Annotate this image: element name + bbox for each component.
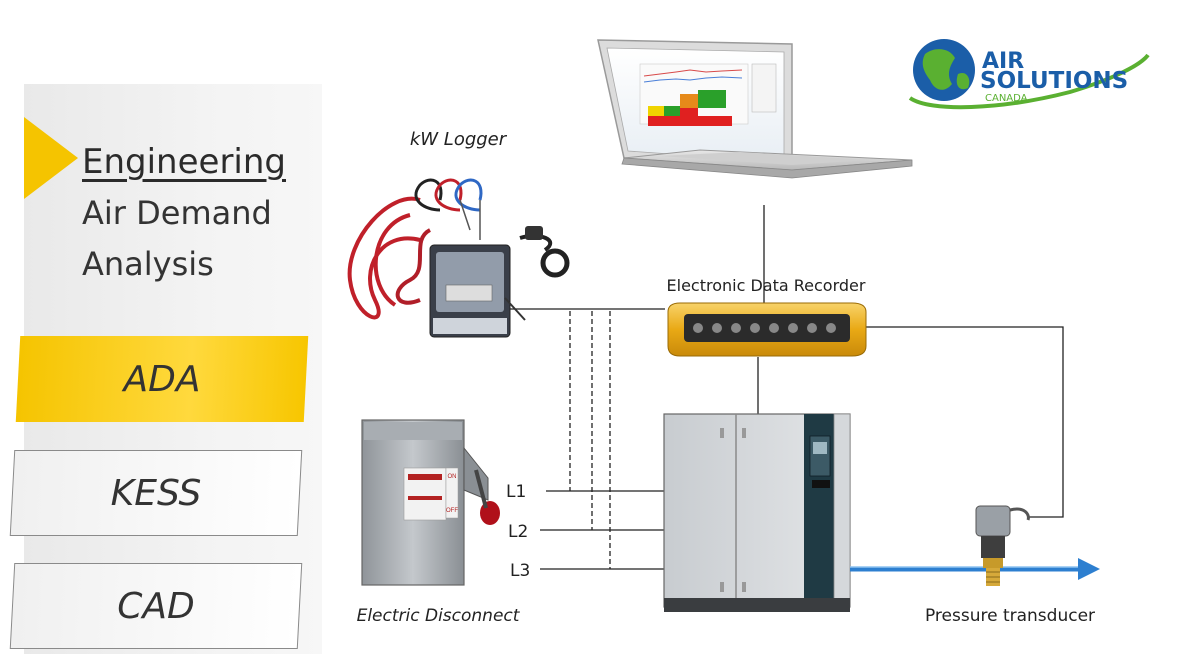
logo-text-solutions: SOLUTIONS xyxy=(980,68,1128,94)
nav-button-kess-label: KESS xyxy=(110,472,202,514)
nav-button-cad[interactable]: CAD xyxy=(9,563,303,649)
nav-button-kess[interactable]: KESS xyxy=(9,450,303,536)
kw-logger-label: kW Logger xyxy=(410,129,508,150)
kw-logger-image xyxy=(347,178,570,338)
air-solutions-logo: AIR SOLUTIONS CANADA xyxy=(908,39,1150,110)
pressure-transducer-image xyxy=(975,505,1030,586)
phase-label-l2: L2 xyxy=(508,522,528,542)
logo-text-air: AIR xyxy=(982,49,1024,74)
active-section-arrow-icon xyxy=(24,117,78,199)
laptop-image xyxy=(597,39,913,179)
airflow-arrow-icon xyxy=(1078,558,1100,580)
heading-analysis: Analysis xyxy=(82,245,214,283)
nav-button-cad-label: CAD xyxy=(117,585,195,627)
air-compressor-image xyxy=(663,413,851,612)
disconnect-off-mark: OFF xyxy=(446,508,458,514)
air-pipe xyxy=(850,558,1100,580)
logo-text-canada: CANADA xyxy=(985,93,1028,104)
heading-engineering[interactable]: Engineering xyxy=(82,142,286,182)
data-recorder-label: Electronic Data Recorder xyxy=(667,276,866,295)
nav-button-ada[interactable]: ADA xyxy=(15,336,309,422)
pressure-transducer-label: Pressure transducer xyxy=(925,606,1095,626)
connection-lines xyxy=(509,205,1064,570)
nav-button-ada-label: ADA xyxy=(123,358,201,400)
electric-disconnect-label: Electric Disconnect xyxy=(357,606,521,626)
electric-disconnect-image: ON OFF xyxy=(361,419,500,586)
section-heading: Engineering Air Demand Analysis xyxy=(82,137,286,290)
data-recorder-image xyxy=(667,302,867,357)
heading-air-demand: Air Demand xyxy=(82,194,272,232)
recorder-to-transducer-line xyxy=(866,326,1064,518)
phase-label-l3: L3 xyxy=(510,561,530,581)
disconnect-on-mark: ON xyxy=(448,474,457,480)
phase-label-l1: L1 xyxy=(506,482,526,502)
